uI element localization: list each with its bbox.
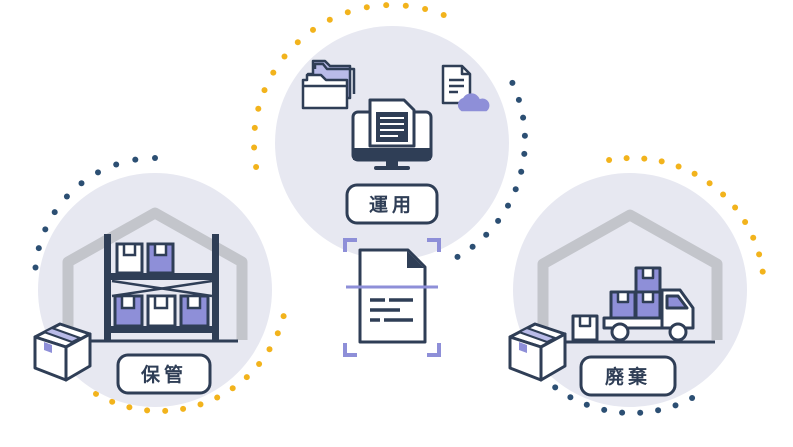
arc-dot xyxy=(214,394,221,401)
arc-dot xyxy=(567,394,574,401)
dotted-arc-operation-right xyxy=(454,79,528,260)
arc-dot xyxy=(655,407,662,414)
arc-dot xyxy=(63,193,70,200)
arc-dot xyxy=(270,69,277,76)
arc-dot xyxy=(95,169,101,176)
arc-dot xyxy=(256,361,263,367)
arc-dot xyxy=(326,16,333,23)
arc-dot xyxy=(515,96,522,103)
document-scan-icon xyxy=(343,238,441,357)
arc-dot xyxy=(422,6,429,12)
arc-dot xyxy=(109,398,116,405)
arc-dot xyxy=(601,406,608,413)
operation-label: 運用 xyxy=(369,194,415,216)
arc-dot xyxy=(310,26,316,33)
arc-dot xyxy=(495,217,502,224)
arc-dot xyxy=(619,409,626,416)
arc-dot xyxy=(281,53,288,60)
arc-dot xyxy=(266,346,273,353)
arc-dot xyxy=(51,209,58,216)
computer-monitor-icon xyxy=(351,98,433,170)
arc-dot xyxy=(35,245,42,252)
disposal-label: 廃棄 xyxy=(605,365,651,388)
arc-dot xyxy=(756,251,763,258)
arc-dot xyxy=(93,390,99,397)
dotted-arc-storage-top xyxy=(32,155,158,271)
arc-dot xyxy=(144,407,151,414)
arc-dot xyxy=(759,268,766,275)
operation-label-badge: 運用 xyxy=(345,183,439,225)
arc-dot xyxy=(512,186,519,193)
arc-dot xyxy=(509,79,516,86)
arc-dot xyxy=(251,124,258,131)
arc-dot xyxy=(152,155,158,161)
arc-dot xyxy=(42,226,49,233)
warehouse-shelf-icon xyxy=(62,207,248,343)
arc-dot xyxy=(606,157,613,163)
arc-dot xyxy=(658,158,665,165)
arc-dot xyxy=(32,264,39,271)
arc-dot xyxy=(454,253,461,260)
arc-dot xyxy=(520,114,527,121)
storage-label: 保管 xyxy=(140,363,187,386)
arc-dot xyxy=(78,180,85,187)
arc-dot xyxy=(440,12,447,18)
arc-dot xyxy=(402,2,409,9)
arc-dot xyxy=(623,155,630,162)
arc-dot xyxy=(261,87,268,94)
arc-dot xyxy=(672,402,679,409)
storage-label-badge: 保管 xyxy=(116,353,212,395)
arc-dot xyxy=(742,219,749,225)
arc-dot xyxy=(750,234,757,241)
arc-dot xyxy=(641,155,648,162)
arc-dot xyxy=(294,39,301,46)
arc-dot xyxy=(126,404,133,411)
arc-dot xyxy=(505,202,511,209)
arc-dot xyxy=(521,150,528,157)
arc-dot xyxy=(113,161,120,168)
arc-dot xyxy=(583,401,590,408)
arc-dot xyxy=(483,231,490,238)
cardboard-box-icon xyxy=(33,322,92,382)
arc-dot xyxy=(720,191,727,198)
arc-dot xyxy=(229,385,236,392)
arc-dot xyxy=(251,144,258,151)
arc-dot xyxy=(255,105,262,112)
garage-icon xyxy=(537,209,723,344)
arc-dot xyxy=(253,164,260,170)
arc-dot xyxy=(383,2,390,9)
arc-dot xyxy=(689,395,696,401)
arc-dot xyxy=(162,407,169,414)
dotted-arc-operation-left xyxy=(251,2,447,170)
delivery-truck-icon xyxy=(571,266,695,342)
arc-dot xyxy=(706,180,713,187)
arc-dot xyxy=(469,243,476,250)
arc-dot xyxy=(344,9,351,16)
arc-dot xyxy=(132,156,139,163)
arc-dot xyxy=(197,401,204,408)
arc-dot xyxy=(637,409,644,416)
arc-dot xyxy=(732,204,739,211)
cloud-document-icon xyxy=(441,64,490,112)
disposal-circle xyxy=(513,173,747,407)
arc-dot xyxy=(552,384,559,391)
disposal-label-badge: 廃棄 xyxy=(579,355,677,397)
cardboard-box-icon xyxy=(508,322,567,382)
dotted-arc-disposal-top xyxy=(606,155,766,275)
arc-dot xyxy=(243,374,250,381)
folder-icon xyxy=(301,59,356,110)
arc-dot xyxy=(518,168,525,175)
arc-dot xyxy=(675,163,682,170)
arc-dot xyxy=(280,313,287,320)
arc-dot xyxy=(363,4,370,11)
arc-dot xyxy=(691,170,698,177)
dotted-arc-storage-bottom xyxy=(93,313,287,414)
arc-dot xyxy=(180,405,187,412)
arc-dot xyxy=(521,132,528,139)
arc-dot xyxy=(274,330,281,337)
